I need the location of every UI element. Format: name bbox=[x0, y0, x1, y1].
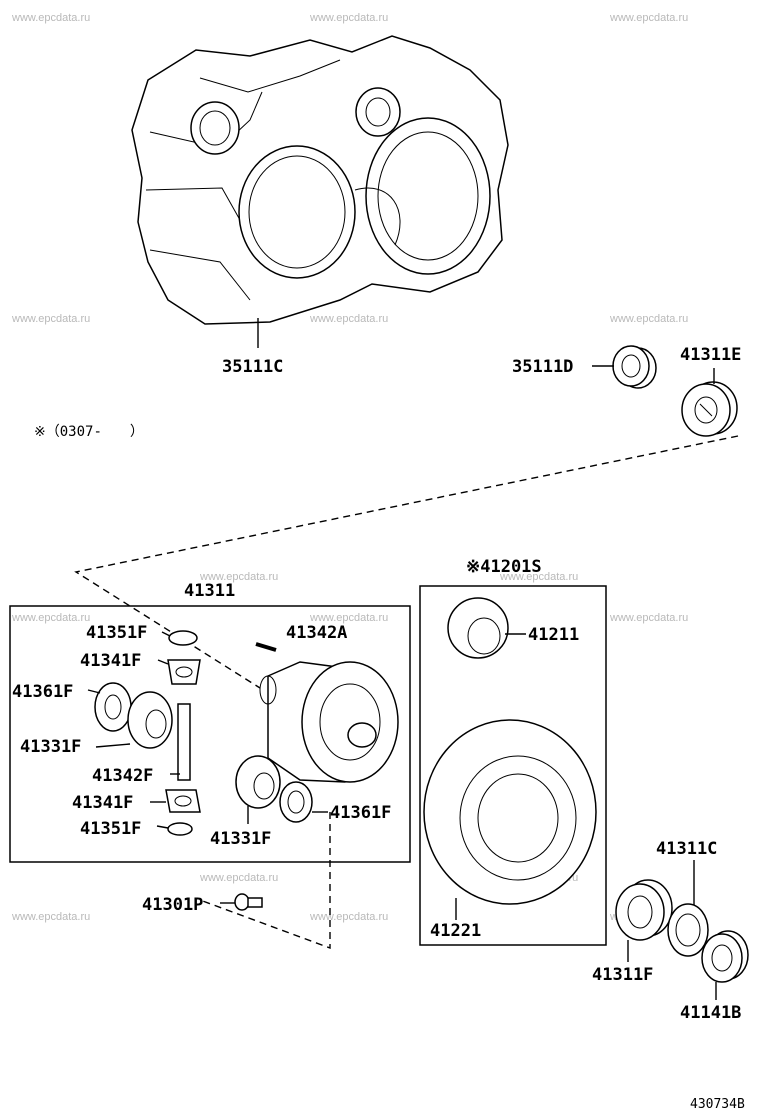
ring-gear-41221 bbox=[423, 719, 597, 920]
label-41342a[interactable]: 41342A bbox=[286, 623, 347, 643]
label-41141b[interactable]: 41141B bbox=[680, 1003, 741, 1023]
bolt-41301p bbox=[220, 893, 263, 911]
differential-case bbox=[259, 661, 399, 783]
watermark: www.epcdata.ru bbox=[609, 313, 688, 325]
label-41221[interactable]: 41221 bbox=[430, 921, 481, 941]
label-41331f-left[interactable]: 41331F bbox=[20, 737, 81, 757]
label-41351f-bottom[interactable]: 41351F bbox=[80, 819, 141, 839]
race-41141b bbox=[701, 930, 749, 1000]
label-41311[interactable]: 41311 bbox=[184, 581, 235, 601]
diagram-code: 430734B bbox=[690, 1097, 745, 1112]
watermark: www.epcdata.ru bbox=[609, 612, 688, 624]
watermark: www.epcdata.ru bbox=[11, 313, 90, 325]
label-41341f-top[interactable]: 41341F bbox=[80, 651, 141, 671]
drive-gear-41211 bbox=[447, 597, 526, 659]
label-41311c[interactable]: 41311C bbox=[656, 839, 717, 859]
label-41351f-top[interactable]: 41351F bbox=[86, 623, 147, 643]
label-41361f-left[interactable]: 41361F bbox=[12, 682, 73, 702]
part-labels: 35111C 35111D 41311E ※（0307- ） 41311 413… bbox=[12, 345, 745, 1112]
label-41341f-bottom[interactable]: 41341F bbox=[72, 793, 133, 813]
watermark: www.epcdata.ru bbox=[11, 911, 90, 923]
washer-41351f-top bbox=[168, 630, 198, 646]
pinion-41341f-top bbox=[157, 659, 201, 685]
washer-41361f-left bbox=[87, 682, 132, 732]
label-41342f[interactable]: 41342F bbox=[92, 766, 153, 786]
watermark: www.epcdata.ru bbox=[609, 12, 688, 24]
watermark: www.epcdata.ru bbox=[309, 313, 388, 325]
label-41311e[interactable]: 41311E bbox=[680, 345, 741, 365]
transaxle-housing bbox=[131, 35, 509, 348]
label-41361f-right[interactable]: 41361F bbox=[330, 803, 391, 823]
label-35111c[interactable]: 35111C bbox=[222, 357, 283, 377]
differential-assembly-box bbox=[9, 605, 411, 863]
shaft-41342f bbox=[170, 703, 191, 781]
watermark: www.epcdata.ru bbox=[309, 612, 388, 624]
label-41211[interactable]: 41211 bbox=[528, 625, 579, 645]
side-gear-41331f-bottom bbox=[235, 755, 281, 824]
washer-41361f-right bbox=[279, 781, 328, 823]
watermark: www.epcdata.ru bbox=[199, 872, 278, 884]
oil-seal-35111d bbox=[592, 345, 657, 389]
watermark: www.epcdata.ru bbox=[11, 12, 90, 24]
bearing-41311c bbox=[667, 860, 709, 957]
label-35111d[interactable]: 35111D bbox=[512, 357, 573, 377]
watermark: www.epcdata.ru bbox=[199, 571, 278, 583]
pinion-41341f-bottom bbox=[150, 789, 201, 813]
pin-41342a bbox=[255, 642, 277, 652]
watermark: www.epcdata.ru bbox=[11, 612, 90, 624]
label-41311f[interactable]: 41311F bbox=[592, 965, 653, 985]
label-41301p[interactable]: 41301P bbox=[142, 895, 203, 915]
watermark: www.epcdata.ru bbox=[309, 911, 388, 923]
label-41331f-bottom[interactable]: 41331F bbox=[210, 829, 271, 849]
label-41201s[interactable]: ※41201S bbox=[466, 557, 542, 577]
side-gear-41331f-left bbox=[95, 691, 173, 749]
validity-note: ※（0307- ） bbox=[34, 424, 144, 440]
bearing-41311f bbox=[615, 879, 673, 962]
watermark: www.epcdata.ru bbox=[309, 12, 388, 24]
gear-set-box bbox=[419, 585, 607, 946]
watermark: www.epcdata.ru bbox=[499, 571, 578, 583]
dashed-leaders bbox=[74, 435, 739, 950]
washer-41351f-bottom bbox=[167, 822, 193, 836]
bearing-41311e bbox=[681, 368, 738, 437]
